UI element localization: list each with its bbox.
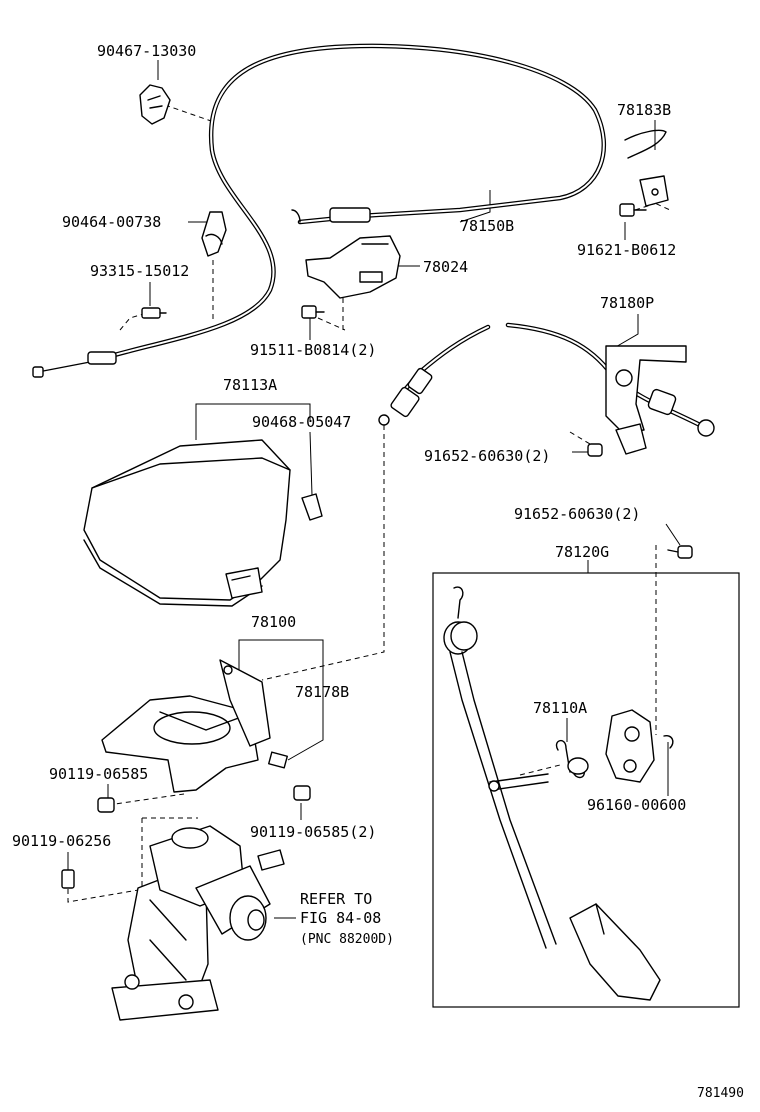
spring-78110A <box>555 740 589 779</box>
bolt-91652-60630-upper <box>587 443 603 457</box>
cover-78113A <box>83 439 291 607</box>
label-91511-B0814: 91511-B0814(2) <box>250 341 376 359</box>
label-93315-15012: 93315-15012 <box>90 262 189 280</box>
leader-lines <box>67 60 681 919</box>
label-96160-00600: 96160-00600 <box>587 796 686 814</box>
refer-line-2: FIG 84-08 <box>300 909 381 927</box>
label-78183B: 78183B <box>617 101 671 119</box>
bolt-91621-B0612 <box>619 203 647 217</box>
bracket-78024 <box>305 235 401 299</box>
bolt-93315-15012 <box>141 307 167 319</box>
clip-90468-05047 <box>301 493 323 521</box>
label-78113A: 78113A <box>223 376 277 394</box>
bolt-90119-06256 <box>61 869 75 889</box>
cable-78150B <box>32 43 606 378</box>
label-91652-60630-lower: 91652-60630(2) <box>514 505 640 523</box>
label-90119-06256: 90119-06256 <box>12 832 111 850</box>
pedal-group-box <box>432 572 740 1008</box>
label-91652-60630-upper: 91652-60630(2) <box>424 447 550 465</box>
figure-number: 781490 <box>697 1086 744 1101</box>
label-78120G: 78120G <box>555 543 609 561</box>
bolt-91511-B0814 <box>301 305 325 319</box>
label-90119-06585: 90119-06585 <box>49 765 148 783</box>
alignment-lines <box>67 104 671 903</box>
pedal-78120G <box>443 586 661 1001</box>
cable-78180P <box>378 322 715 437</box>
bracket-78180P <box>605 345 687 455</box>
label-90468-05047: 90468-05047 <box>252 413 351 431</box>
label-78178B: 78178B <box>295 683 349 701</box>
refer-line-3: (PNC 88200D) <box>300 932 394 947</box>
clip-90464-00738 <box>201 211 227 257</box>
label-78150B: 78150B <box>460 217 514 235</box>
housing-pedal-pivot <box>605 709 655 783</box>
bolt-91652-60630-lower <box>667 545 693 559</box>
clip-90467-13030 <box>139 84 171 125</box>
bracket-78100 <box>101 659 288 793</box>
bracket-78183B <box>624 129 669 207</box>
label-78100: 78100 <box>251 613 296 631</box>
label-91621-B0612: 91621-B0612 <box>577 241 676 259</box>
bolt-90119-06585-2 <box>293 785 311 801</box>
label-90467-13030: 90467-13030 <box>97 42 196 60</box>
refer-line-1: REFER TO <box>300 890 372 908</box>
label-78180P: 78180P <box>600 294 654 312</box>
actuator-assembly <box>111 825 285 1021</box>
label-78110A: 78110A <box>533 699 587 717</box>
label-90464-00738: 90464-00738 <box>62 213 161 231</box>
label-78024: 78024 <box>423 258 468 276</box>
label-90119-06585-2: 90119-06585(2) <box>250 823 376 841</box>
clip-96160-00600 <box>663 734 674 749</box>
bolt-90119-06585 <box>97 797 115 813</box>
